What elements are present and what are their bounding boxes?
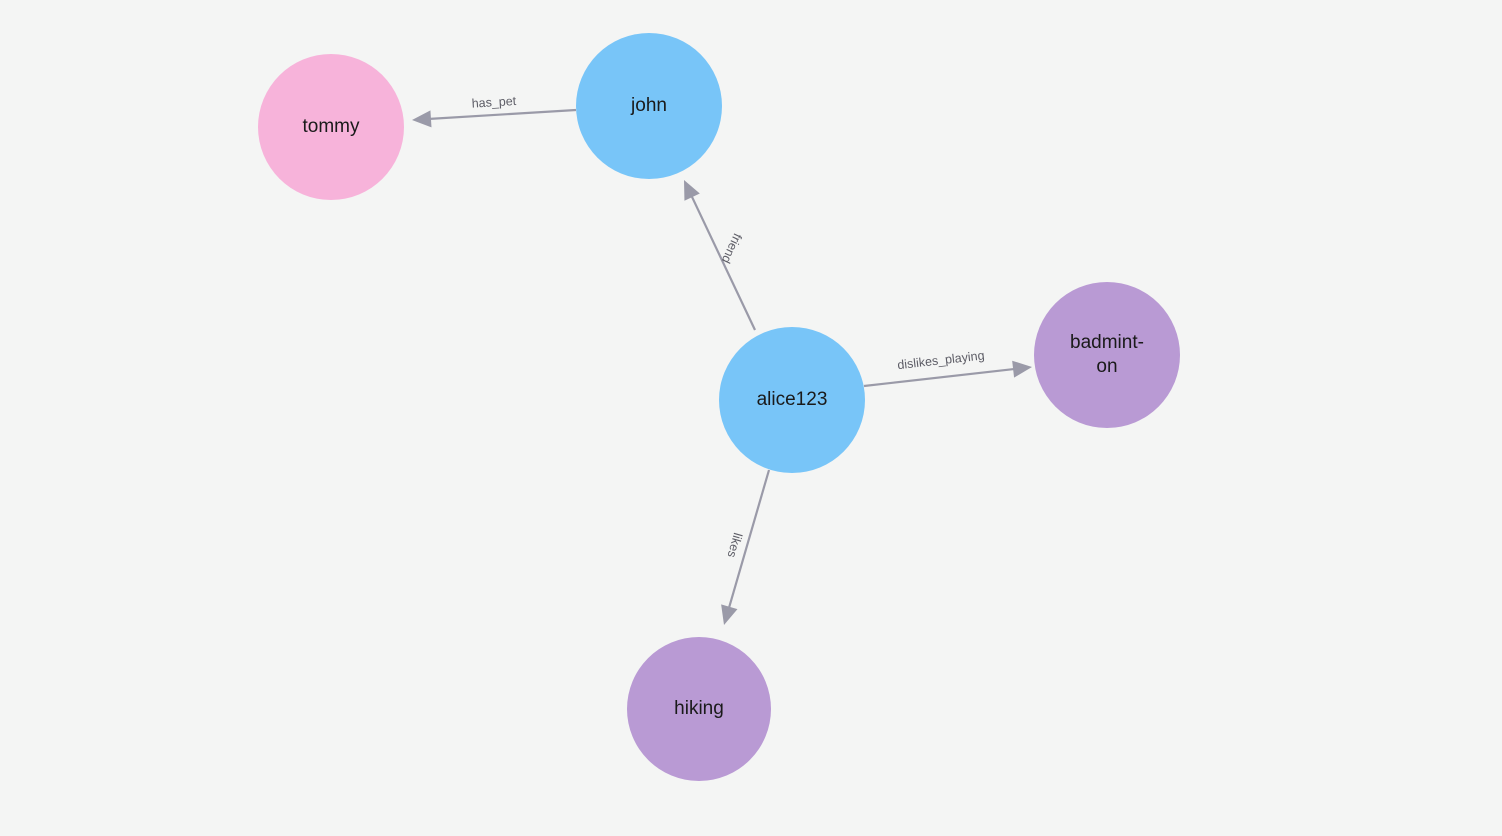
edges-layer <box>412 108 1032 625</box>
graph-node-tommy[interactable]: tommy <box>258 54 404 200</box>
edge-arrowhead <box>721 604 738 625</box>
graph-edge[interactable] <box>863 360 1032 388</box>
edge-line <box>727 469 771 610</box>
graph-node-alice123[interactable]: alice123 <box>719 327 865 473</box>
edge-arrowhead <box>1012 360 1032 378</box>
node-circle[interactable] <box>576 33 722 179</box>
edge-arrowhead <box>684 180 700 201</box>
graph-edge[interactable] <box>684 180 756 331</box>
graph-edge[interactable] <box>721 469 771 625</box>
graph-node-john[interactable]: john <box>576 33 722 179</box>
node-circle[interactable] <box>1034 282 1180 428</box>
edge-line <box>689 193 756 331</box>
graph-edge[interactable] <box>412 108 577 128</box>
edge-arrowhead <box>412 110 432 128</box>
graph-node-hiking[interactable]: hiking <box>627 637 771 781</box>
node-circle[interactable] <box>258 54 404 200</box>
edge-line <box>863 367 1017 388</box>
graph-node-badminton[interactable]: badmint-on <box>1034 282 1180 428</box>
node-circle[interactable] <box>719 327 865 473</box>
node-circle[interactable] <box>627 637 771 781</box>
edge-line <box>427 108 577 121</box>
